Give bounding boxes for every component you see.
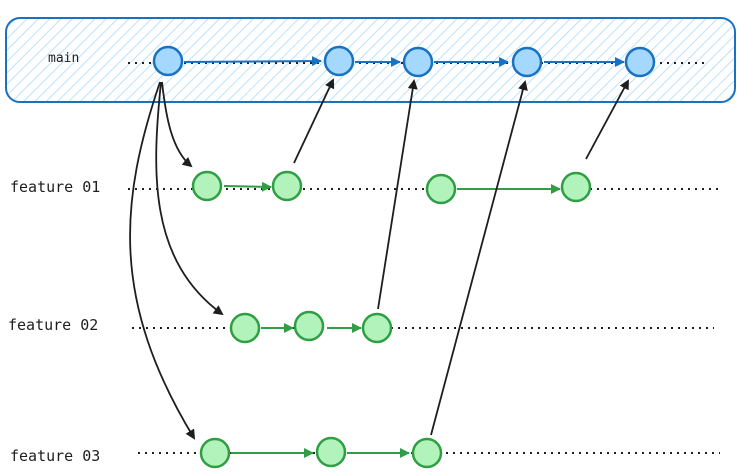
merge-arrow-feature-01-b (585, 79, 629, 160)
feature-02-commit[interactable] (229, 312, 261, 344)
merge-arrow-feature-03 (430, 80, 528, 436)
main-commit[interactable] (152, 45, 184, 77)
feature-03-commit[interactable] (411, 437, 443, 469)
feature-02-commit[interactable] (361, 312, 393, 344)
feature-01-commit-arrow (223, 181, 272, 192)
feature-01-commit[interactable] (425, 173, 457, 205)
main-commit[interactable] (511, 46, 543, 78)
main-commit-arrow (183, 56, 322, 67)
feature-02-commit[interactable] (293, 310, 325, 342)
branch-off-arrow-feature-01 (161, 81, 193, 168)
feature-01-commit[interactable] (271, 170, 303, 202)
branch-off-arrow-feature-02 (155, 81, 224, 316)
main-commit[interactable] (323, 45, 355, 77)
branch-label-feature-03: feature 03 (10, 447, 100, 465)
feature-03-commit[interactable] (315, 436, 347, 468)
merge-arrow-feature-01-a (293, 78, 335, 164)
branch-label-main: main (48, 51, 79, 66)
branch-label-feature-02: feature 02 (8, 316, 98, 334)
branch-label-feature-01: feature 01 (10, 178, 100, 196)
branch-off-arrow-feature-03 (129, 81, 196, 440)
main-commit[interactable] (624, 46, 656, 78)
merge-arrow-feature-02 (377, 79, 418, 310)
feature-03-commit[interactable] (199, 437, 231, 469)
main-commit[interactable] (402, 46, 434, 78)
feature-01-commit[interactable] (560, 171, 592, 203)
main-branch-band (5, 17, 736, 103)
feature-01-commit[interactable] (191, 170, 223, 202)
